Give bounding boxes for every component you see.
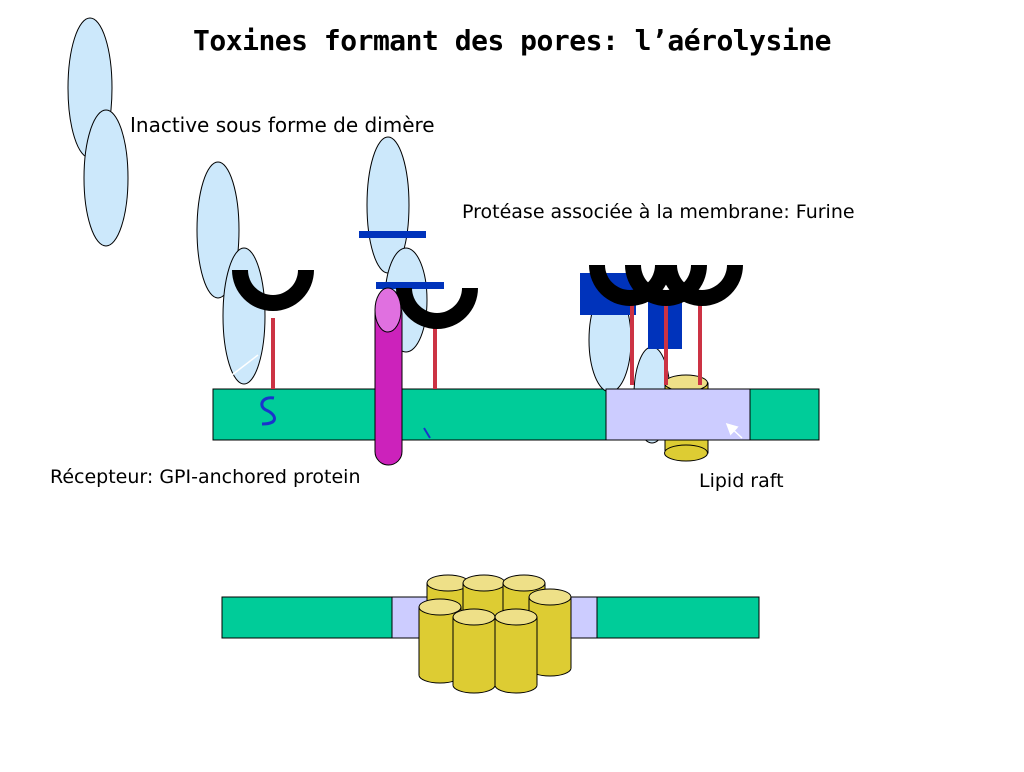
cleavage-bar-upper <box>359 231 426 238</box>
label-lipid-raft: Lipid raft <box>699 470 784 492</box>
toxin-left <box>196 161 266 385</box>
dimer-lobe-lower <box>83 109 129 247</box>
toxin-dimer <box>67 17 129 247</box>
pointer-arrow-left <box>227 354 259 379</box>
gpi-anchor-squiggle <box>260 396 276 426</box>
label-dimer: Inactive sous forme de dimère <box>130 113 435 137</box>
page-title: Toxines formant des pores: l’aérolysine <box>193 24 831 57</box>
pointer-arrow-raft <box>725 422 743 439</box>
cleavage-bar-lower <box>376 282 444 289</box>
anchor-mark-middle <box>423 427 431 439</box>
furin-protease <box>374 287 403 466</box>
pore-barrel <box>494 608 538 694</box>
cluster-cup-3 <box>661 265 743 306</box>
toxin-left-lobe-lower <box>222 247 266 385</box>
gpi-receptor-cup-middle <box>396 288 478 329</box>
toxin-left-lobe-upper <box>196 161 240 299</box>
label-receptor: Récepteur: GPI-anchored protein <box>50 466 361 488</box>
furin-head <box>374 287 402 333</box>
toxin-cluster-right <box>580 265 751 462</box>
heptameric-pore <box>418 574 572 694</box>
gpi-receptor-cup-left <box>232 270 314 311</box>
pore-barrel <box>452 608 496 694</box>
label-furin: Protéase associée à la membrane: Furine <box>462 201 855 223</box>
lipid-raft-overlay <box>605 388 751 441</box>
